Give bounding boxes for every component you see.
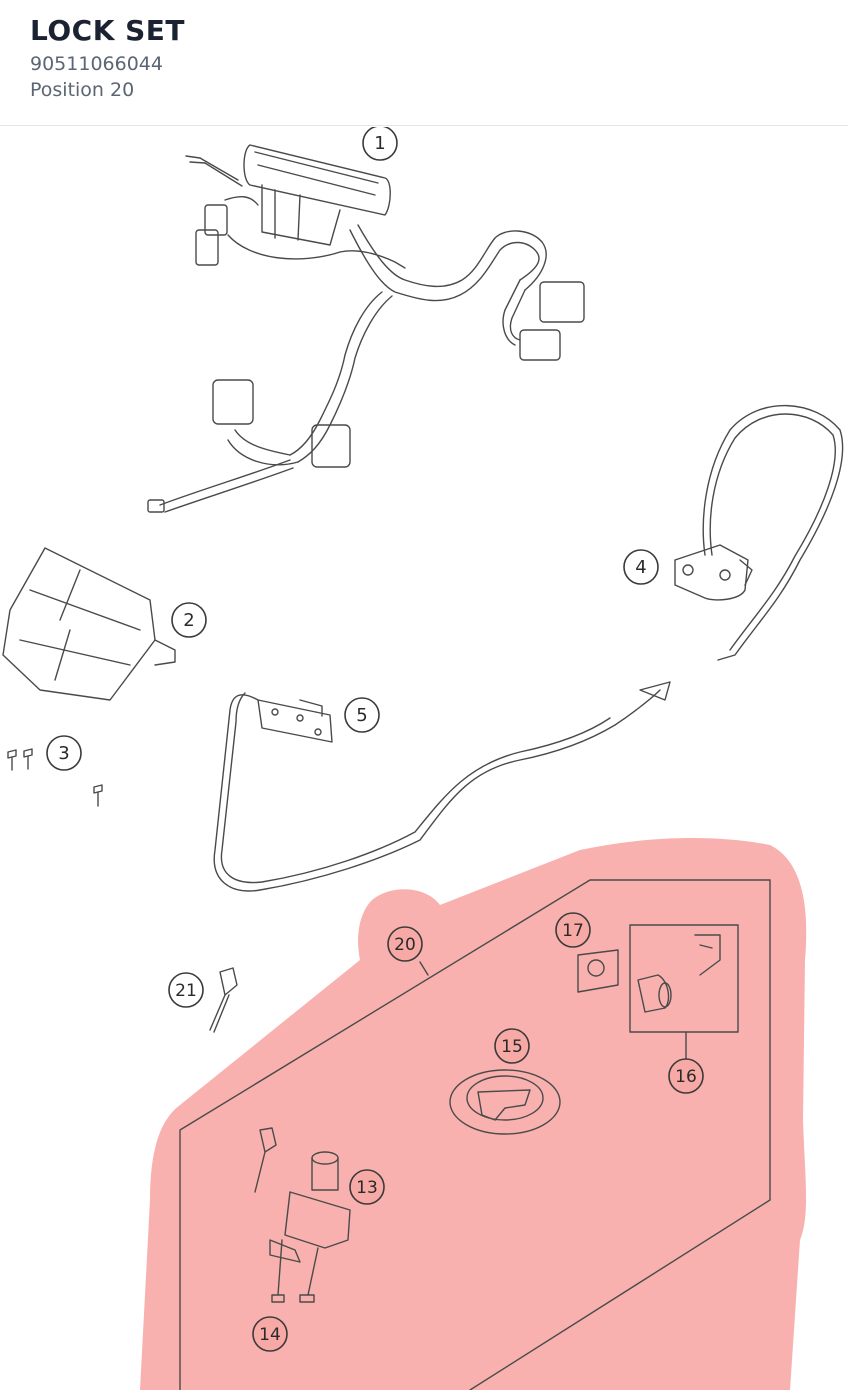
callout-label: 14 xyxy=(259,1325,281,1345)
callout-16[interactable]: 16 xyxy=(668,1058,704,1094)
callout-circle xyxy=(349,1169,385,1205)
callout-label: 20 xyxy=(394,935,416,955)
callout-circle xyxy=(387,926,423,962)
callout-label: 4 xyxy=(635,557,646,578)
callout-13[interactable]: 13 xyxy=(349,1169,385,1205)
callout-2[interactable]: 2 xyxy=(171,602,207,638)
callout-circle xyxy=(168,972,204,1008)
callout-label: 15 xyxy=(501,1037,523,1057)
part-16-lock-cylinder[interactable] xyxy=(629,924,739,1061)
header: LOCK SET 90511066044 Position 20 xyxy=(0,0,848,126)
callout-1[interactable]: 1 xyxy=(362,125,398,161)
callout-20[interactable]: 20 xyxy=(387,926,423,962)
part-21-key[interactable] xyxy=(209,967,238,1033)
callout-label: 13 xyxy=(356,1178,378,1198)
callout-circle xyxy=(494,1028,530,1064)
part-2-headlight-mask[interactable] xyxy=(2,547,176,701)
callout-circle xyxy=(171,602,207,638)
callout-21[interactable]: 21 xyxy=(168,972,204,1008)
callout-label: 16 xyxy=(675,1067,697,1087)
callout-label: 3 xyxy=(58,743,69,764)
part-1-instrument-harness[interactable] xyxy=(147,144,585,513)
callout-label: 21 xyxy=(175,981,197,1001)
page-title: LOCK SET xyxy=(30,14,186,47)
callout-layer: 1 2 3 4 5 13 14 15 16 17 20 21 xyxy=(46,125,704,1352)
callout-3[interactable]: 3 xyxy=(46,735,82,771)
part-14-bolts[interactable] xyxy=(271,1239,319,1303)
callout-label: 1 xyxy=(374,133,385,154)
part-5-cable-plate[interactable] xyxy=(213,681,671,892)
callout-label: 2 xyxy=(183,610,194,631)
callout-15[interactable]: 15 xyxy=(494,1028,530,1064)
callout-4[interactable]: 4 xyxy=(623,549,659,585)
callout-5[interactable]: 5 xyxy=(344,697,380,733)
callout-circle xyxy=(344,697,380,733)
callout-circle xyxy=(46,735,82,771)
callout-circle xyxy=(623,549,659,585)
part-20-outline[interactable] xyxy=(179,879,771,1391)
part-13-ignition-lock[interactable] xyxy=(254,1127,351,1263)
exploded-parts-diagram: 1 2 3 4 5 13 14 15 16 17 20 21 xyxy=(0,125,848,1391)
callout-label: 17 xyxy=(562,921,584,941)
part-15-fuel-cap[interactable] xyxy=(449,1069,561,1135)
part-3-screws[interactable] xyxy=(7,748,103,807)
highlight-region[interactable] xyxy=(140,838,807,1390)
callout-14[interactable]: 14 xyxy=(252,1316,288,1352)
part-17-cap[interactable] xyxy=(577,949,619,993)
callout-circle xyxy=(555,912,591,948)
part-number: 90511066044 xyxy=(30,53,163,75)
callout-label: 5 xyxy=(356,705,367,726)
position-label: Position 20 xyxy=(30,79,135,101)
callout-circle xyxy=(668,1058,704,1094)
part-4-seat-lock-cable[interactable] xyxy=(674,404,844,661)
callout-17[interactable]: 17 xyxy=(555,912,591,948)
callout-circle xyxy=(252,1316,288,1352)
